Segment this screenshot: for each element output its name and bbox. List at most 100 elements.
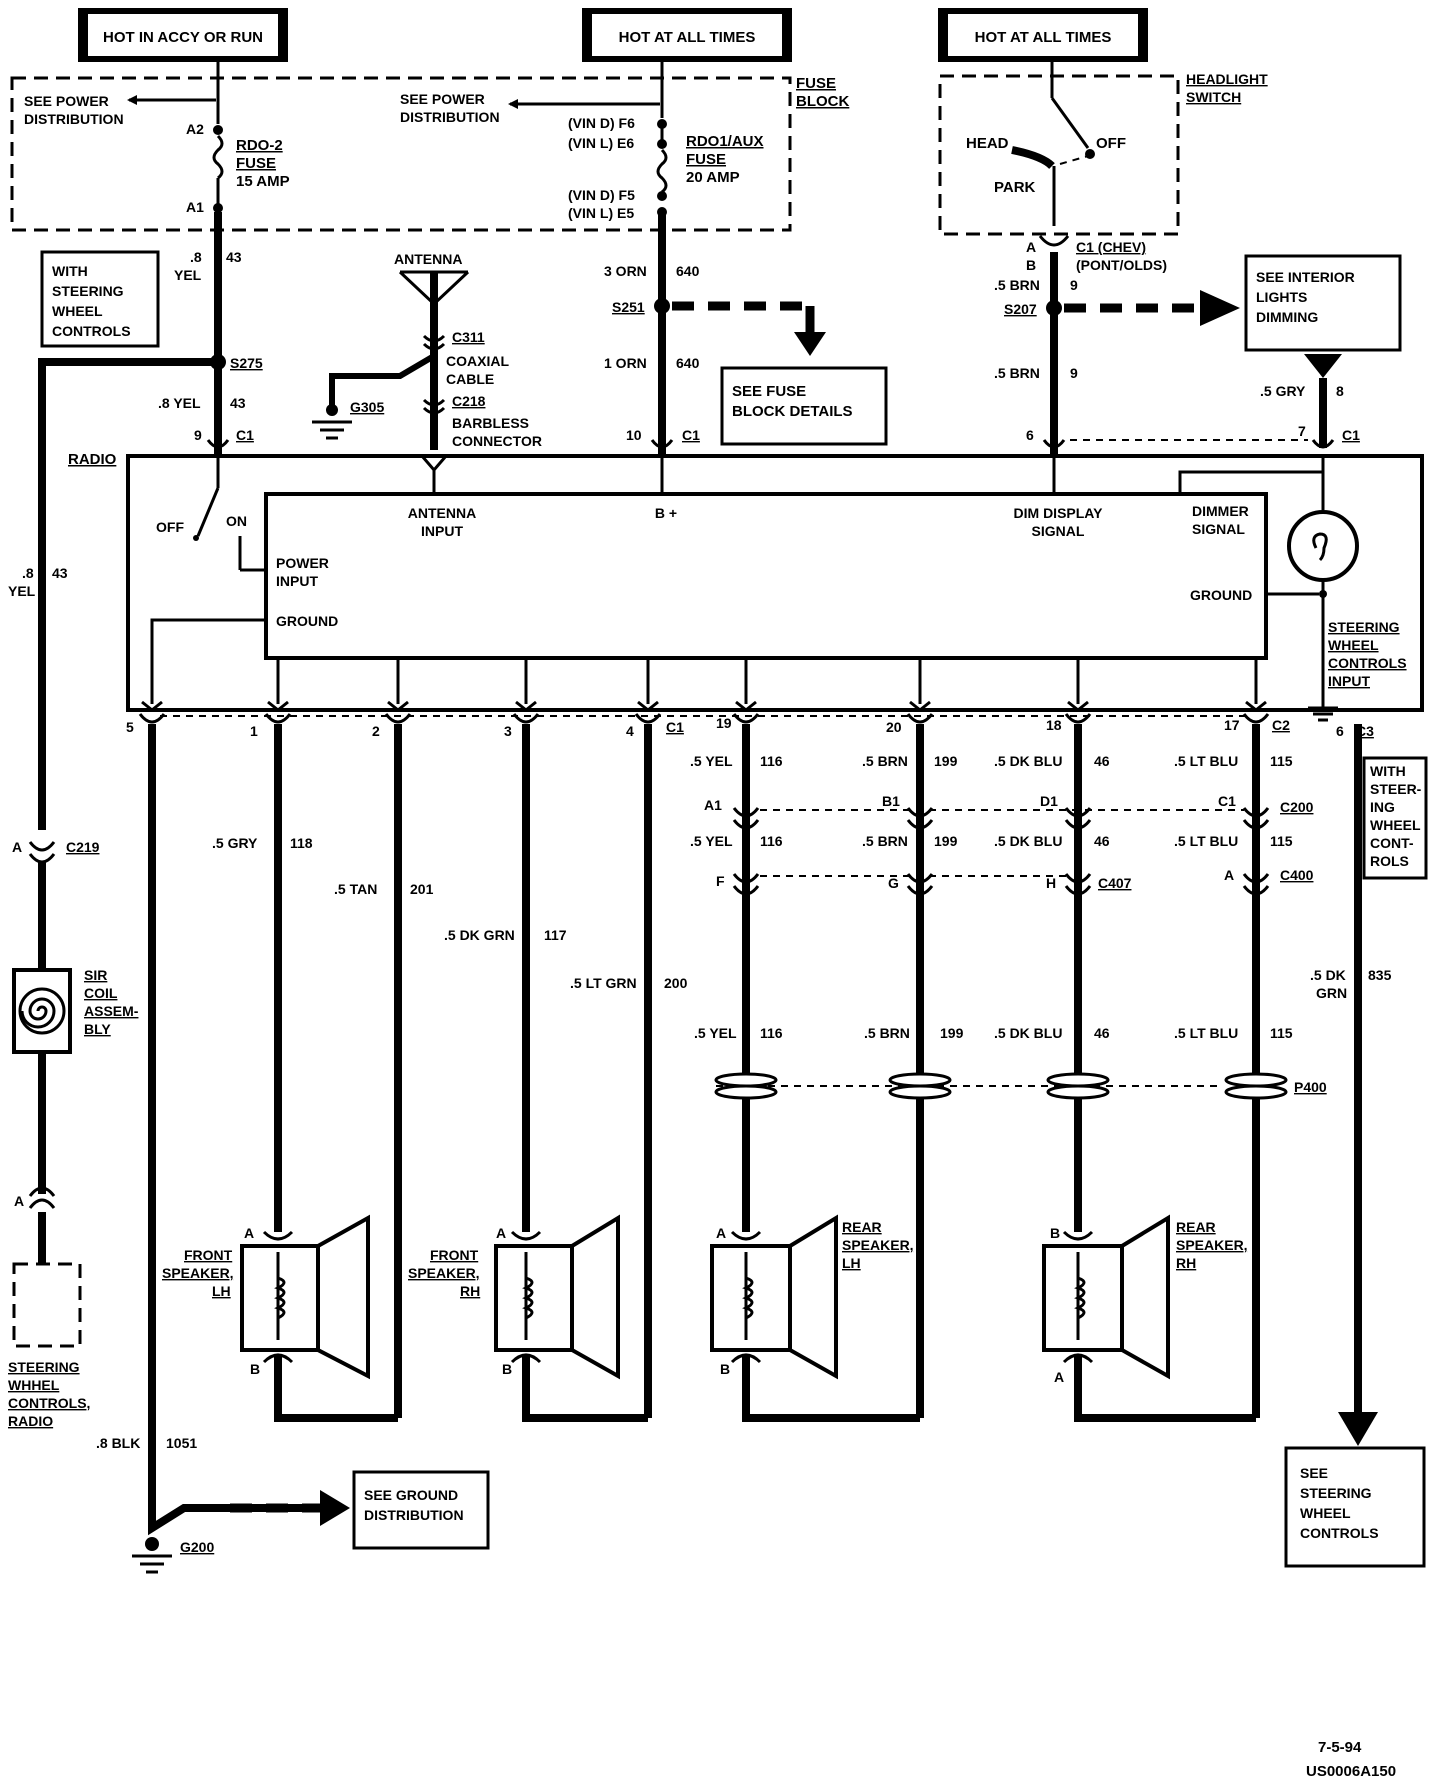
svg-text:DISTRIBUTION: DISTRIBUTION [364,1507,464,1523]
svg-text:15 AMP: 15 AMP [236,173,290,190]
svg-text:.5 GRY: .5 GRY [212,835,258,851]
svg-text:9: 9 [1070,365,1078,381]
svg-text:FUSE: FUSE [686,151,726,168]
svg-text:116: 116 [760,833,783,849]
svg-text:.5 BRN: .5 BRN [994,365,1040,381]
svg-text:.5 YEL: .5 YEL [694,1025,737,1041]
svg-text:9: 9 [194,427,202,443]
svg-text:SIGNAL: SIGNAL [1192,521,1245,537]
svg-text:REAR: REAR [1176,1219,1216,1235]
svg-text:19: 19 [716,715,732,731]
svg-text:.5 BRN: .5 BRN [864,1025,910,1041]
svg-text:A: A [496,1225,506,1241]
svg-text:CONTROLS: CONTROLS [1328,655,1407,671]
svg-text:A: A [1026,239,1036,255]
svg-text:7-5-94: 7-5-94 [1318,1739,1362,1756]
svg-text:SWITCH: SWITCH [1186,89,1241,105]
svg-text:SEE POWER: SEE POWER [400,91,485,107]
svg-text:S207: S207 [1004,301,1037,317]
svg-text:STEERING: STEERING [1300,1485,1372,1501]
svg-text:.5 BRN: .5 BRN [994,277,1040,293]
svg-text:118: 118 [290,835,313,851]
svg-text:CONTROLS: CONTROLS [1300,1525,1379,1541]
svg-text:BLOCK: BLOCK [796,93,849,110]
connector-p400: P400 [714,1072,1327,1100]
svg-text:FUSE: FUSE [796,75,836,92]
svg-text:46: 46 [1094,833,1110,849]
svg-text:199: 199 [940,1025,964,1041]
note-with-steering-wheel-controls: WITH STEERING WHEEL CONTROLS [40,250,160,348]
svg-text:117: 117 [544,927,567,943]
note-with-steering-wheel-controls-c3: WITH STEER- ING WHEEL CONT- ROLS [1362,756,1428,880]
svg-text:SEE INTERIOR: SEE INTERIOR [1256,269,1355,285]
svg-text:(VIN L) E5: (VIN L) E5 [568,205,634,221]
radio-top-pins: 9 C1 10 C1 6 7 C1 [194,423,1360,449]
svg-text:.5 YEL: .5 YEL [690,833,733,849]
svg-text:C1: C1 [1342,427,1360,443]
front-speaker-wires: .5 GRY 118 .5 TAN 201 .5 DK GRN 117 .5 L… [212,724,688,1422]
svg-text:.5 GRY: .5 GRY [1260,383,1306,399]
svg-text:YEL: YEL [8,583,36,599]
svg-text:STEER-: STEER- [1370,781,1422,797]
footer: 7-5-94 US0006A150 [1306,1739,1396,1780]
svg-text:ROLS: ROLS [1370,853,1409,869]
svg-text:A1: A1 [704,797,722,813]
svg-text:C218: C218 [452,393,486,409]
svg-text:WHEEL: WHEEL [1328,637,1379,653]
power-source-accy-run-label: HOT IN ACCY OR RUN [103,29,263,46]
svg-text:C1: C1 [236,427,254,443]
svg-text:INPUT: INPUT [1328,673,1370,689]
svg-text:C1: C1 [682,427,700,443]
svg-text:WITH: WITH [52,263,88,279]
svg-text:5: 5 [126,719,134,735]
svg-text:.5 DK BLU: .5 DK BLU [994,1025,1062,1041]
svg-text:A: A [14,1193,24,1209]
svg-text:RDO1/AUX: RDO1/AUX [686,133,764,150]
svg-text:COAXIAL: COAXIAL [446,353,509,369]
svg-text:.5 DK: .5 DK [1310,967,1346,983]
svg-text:WITH: WITH [1370,763,1406,779]
rear-speaker-wires: .5 YEL 116 .5 BRN 199 .5 DK BLU 46 .5 LT… [690,724,1293,1422]
svg-text:C200: C200 [1280,799,1314,815]
svg-text:POWER: POWER [276,555,329,571]
connector-c200-c407: A1 B1 D1 C1 C200 F G H C407 A C400 [704,793,1314,896]
note-see-fuse-block-details: SEE FUSE BLOCK DETAILS [720,366,888,446]
svg-text:1 ORN: 1 ORN [604,355,647,371]
svg-text:8: 8 [1336,383,1344,399]
svg-text:6: 6 [1336,723,1344,739]
svg-text:INPUT: INPUT [421,523,463,539]
svg-text:S251: S251 [612,299,645,315]
svg-text:SEE FUSE: SEE FUSE [732,383,806,400]
svg-text:YEL: YEL [174,267,202,283]
svg-text:.5 BRN: .5 BRN [862,753,908,769]
svg-text:.8 YEL: .8 YEL [158,395,201,411]
svg-text:.5 YEL: .5 YEL [690,753,733,769]
svg-text:46: 46 [1094,1025,1110,1041]
svg-text:.5 LT BLU: .5 LT BLU [1174,1025,1238,1041]
svg-text:DISTRIBUTION: DISTRIBUTION [24,111,124,127]
svg-text:B: B [1050,1225,1060,1241]
svg-text:ANTENNA: ANTENNA [408,505,476,521]
svg-text:.8: .8 [22,565,34,581]
svg-text:.5 LT BLU: .5 LT BLU [1174,833,1238,849]
note-see-ground-distribution: SEE GROUND DISTRIBUTION [352,1470,490,1550]
svg-text:B: B [502,1361,512,1377]
svg-text:.8 BLK: .8 BLK [96,1435,140,1451]
radio-bottom-pins: 5 1 2 3 4 C1 19 20 18 17 C2 6 C3 [126,713,1374,739]
svg-text:C400: C400 [1280,867,1314,883]
svg-text:200: 200 [664,975,688,991]
svg-text:B1: B1 [882,793,900,809]
svg-text:(VIN D) F6: (VIN D) F6 [568,115,635,131]
svg-text:ASSEM-: ASSEM- [84,1003,139,1019]
svg-text:A2: A2 [186,121,204,137]
svg-text:46: 46 [1094,753,1110,769]
svg-text:F: F [716,873,725,889]
svg-text:OFF: OFF [156,519,184,535]
svg-text:COIL: COIL [84,985,118,1001]
svg-text:FRONT: FRONT [430,1247,479,1263]
svg-text:OFF: OFF [1096,135,1126,152]
svg-text:.5 DK BLU: .5 DK BLU [994,753,1062,769]
svg-text:FUSE: FUSE [236,155,276,172]
svg-text:3 ORN: 3 ORN [604,263,647,279]
svg-text:C311: C311 [452,329,485,345]
